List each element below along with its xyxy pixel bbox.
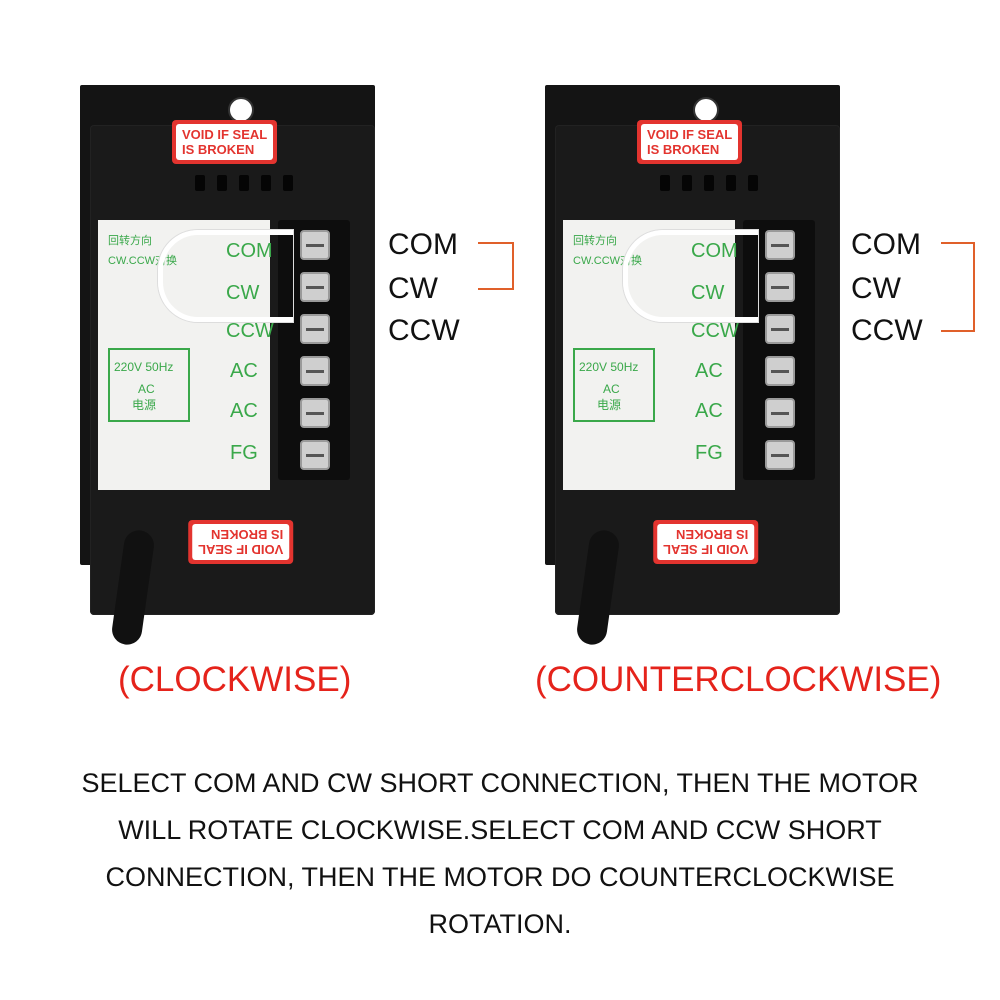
seal-text-line1: VOID IF SEAL (182, 127, 268, 142)
vent-slots-top (660, 175, 758, 191)
terminal-screw-ac-1 (300, 356, 330, 386)
terminal-screw-ccw (765, 314, 795, 344)
panel-chinese-header: 回转方向 (573, 235, 617, 247)
motor-controller-counterclockwise: VOID IF SEAL IS BROKEN 回转方向 CW.CCW对换 COM… (525, 80, 975, 647)
terminal-label-ccw: CCW (388, 314, 460, 347)
seal-sticker-top: VOID IF SEAL IS BROKEN (637, 120, 743, 164)
panel-label-ccw: CCW (691, 320, 739, 342)
caption-counterclockwise: (COUNTERCLOCKWISE) (535, 660, 942, 699)
vent-slots-top (195, 175, 293, 191)
com-cw-bracket (478, 242, 514, 290)
seal-text-line2: IS BROKEN (211, 527, 284, 542)
mounting-hole (228, 97, 254, 123)
seal-text-line1: VOID IF SEAL (647, 127, 733, 142)
caption-clockwise: (CLOCKWISE) (118, 660, 352, 699)
seal-text-line2: IS BROKEN (647, 142, 720, 157)
power-source: 电源 (132, 398, 157, 412)
terminal-block (743, 220, 815, 480)
seal-text-line1: VOID IF SEAL (198, 542, 284, 557)
terminal-label-cw: CW (851, 272, 901, 305)
terminal-screw-cw (765, 272, 795, 302)
seal-sticker-bottom: VOID IF SEAL IS BROKEN (653, 520, 759, 564)
power-ac: AC (138, 382, 155, 396)
power-voltage: 220V 50Hz (114, 360, 174, 374)
seal-text-line2: IS BROKEN (182, 142, 255, 157)
terminal-screw-com (300, 230, 330, 260)
terminal-screw-fg (765, 440, 795, 470)
terminal-label-cw: CW (388, 272, 438, 305)
power-spec-box: 220V 50Hz AC 电源 (573, 348, 655, 422)
power-voltage: 220V 50Hz (579, 360, 639, 374)
seal-sticker-bottom: VOID IF SEAL IS BROKEN (188, 520, 294, 564)
terminal-label-com: COM (388, 228, 458, 261)
power-spec-box: 220V 50Hz AC 电源 (108, 348, 190, 422)
seal-text-line1: VOID IF SEAL (663, 542, 749, 557)
terminal-screw-ac-1 (765, 356, 795, 386)
power-ac: AC (603, 382, 620, 396)
panel-label-ccw: CCW (226, 320, 274, 342)
terminal-screw-ccw (300, 314, 330, 344)
wiring-instructions: SELECT COM AND CW SHORT CONNECTION, THEN… (81, 768, 919, 939)
terminal-screw-ac-2 (300, 398, 330, 428)
panel-label-ac-1: AC (230, 360, 258, 382)
terminal-screw-com (765, 230, 795, 260)
power-source: 电源 (597, 398, 622, 412)
jumper-wire (623, 230, 758, 322)
panel-label-ac-2: AC (695, 400, 723, 422)
panel-chinese-header: 回转方向 (108, 235, 152, 247)
panel-label-fg: FG (230, 442, 258, 464)
panel-label-fg: FG (695, 442, 723, 464)
seal-text-line2: IS BROKEN (676, 527, 749, 542)
terminal-label-ccw: CCW (851, 314, 923, 347)
panel-label-cw: CW (226, 282, 260, 304)
terminal-screw-ac-2 (765, 398, 795, 428)
com-ccw-bracket (941, 242, 975, 332)
motor-controller-clockwise: VOID IF SEAL IS BROKEN 回转方向 CW.CCW对换 COM… (60, 80, 514, 647)
panel-label-cw: CW (691, 282, 725, 304)
jumper-wire (158, 230, 293, 322)
panel-label-ac-1: AC (695, 360, 723, 382)
terminal-screw-fg (300, 440, 330, 470)
terminal-screw-cw (300, 272, 330, 302)
seal-sticker-top: VOID IF SEAL IS BROKEN (172, 120, 278, 164)
panel-label-ac-2: AC (230, 400, 258, 422)
terminal-label-com: COM (851, 228, 921, 261)
